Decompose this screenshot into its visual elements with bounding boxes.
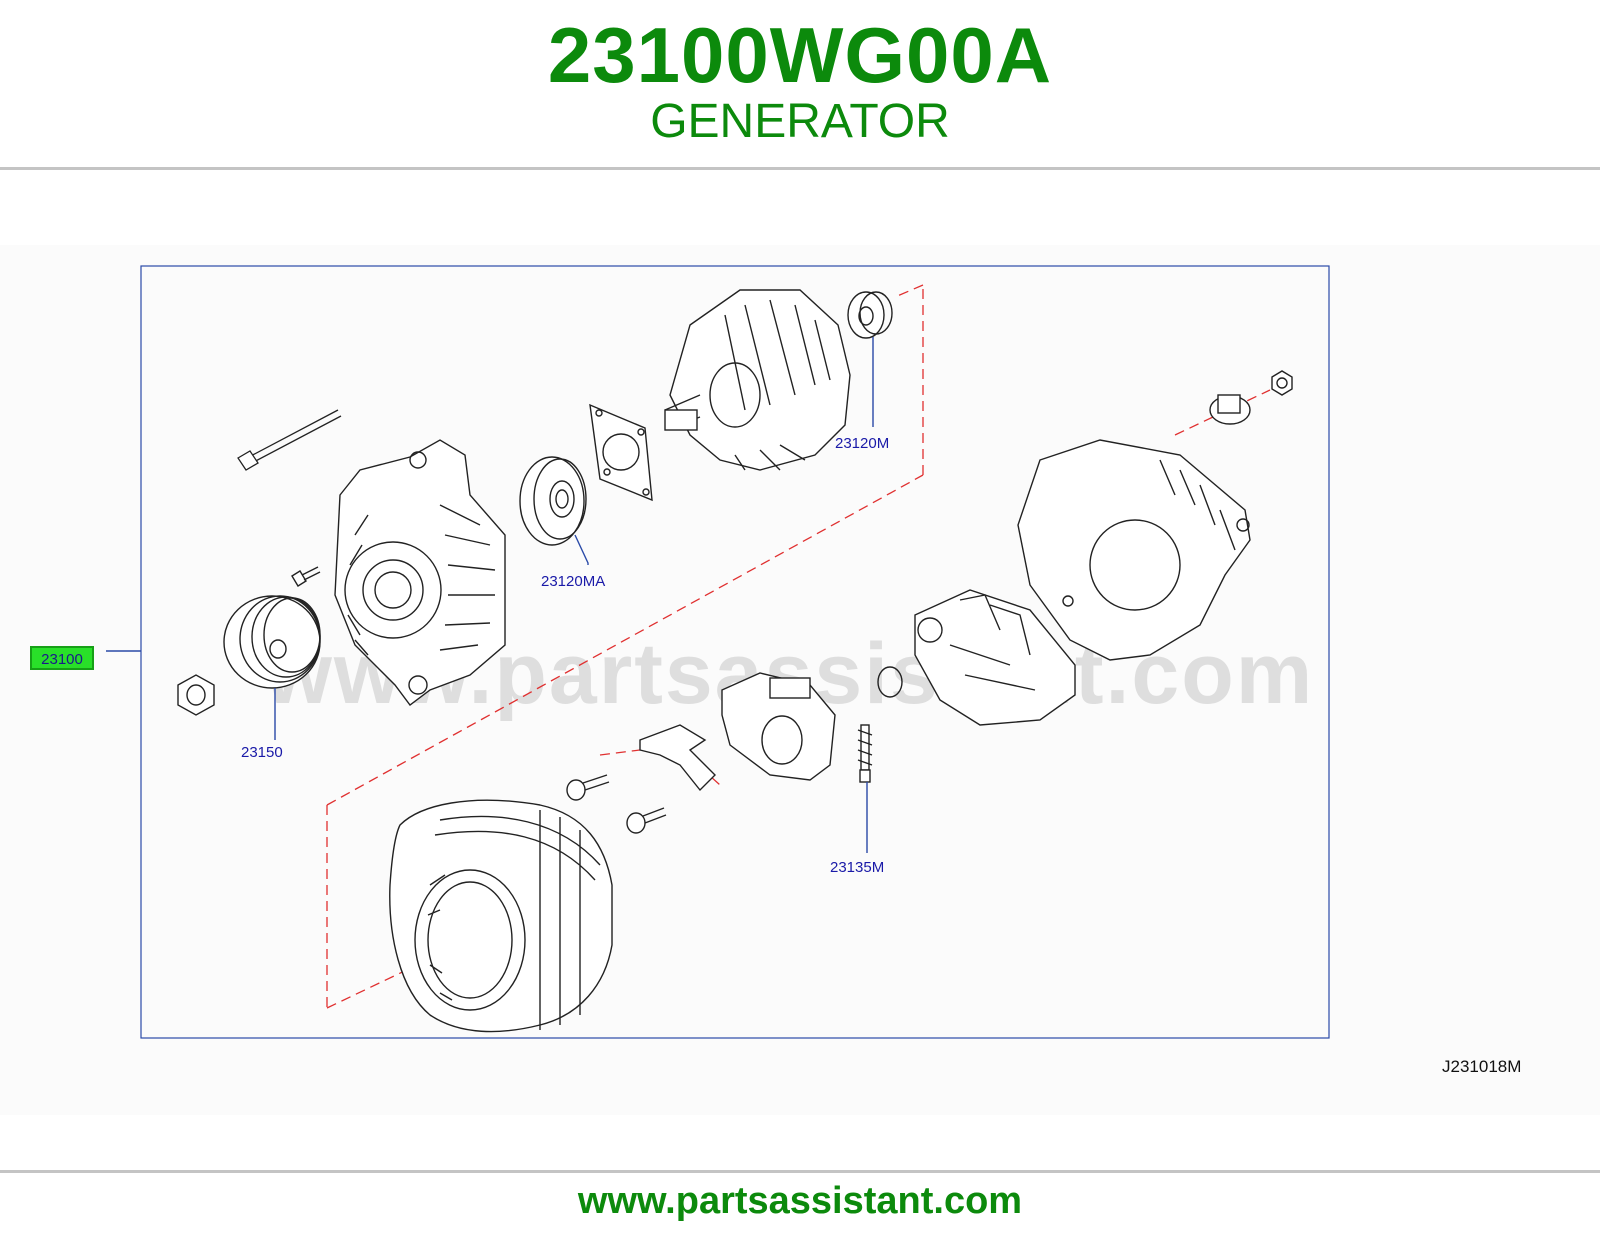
header: 23100WG00A GENERATOR [0,0,1600,168]
pulley-nut [177,674,215,716]
callout-23120M[interactable]: 23120M [835,435,890,452]
callout-23135M[interactable]: 23135M [830,859,885,876]
rear-housing [1017,439,1251,661]
part-name-subtitle: GENERATOR [650,95,950,148]
callout-23100[interactable]: 23100 [30,646,94,670]
front-bearing [519,456,589,565]
callout-23120MA[interactable]: 23120MA [541,573,606,590]
small-screw [291,566,321,587]
regulator [721,672,836,781]
terminal-insulator [1209,394,1251,425]
rotor-assembly [664,289,851,471]
diagram-drawing [106,265,1330,1039]
retainer-plate [589,403,653,502]
snap-ring [877,666,903,698]
stator [389,799,613,1033]
exploded-parts-diagram: www.partsassistant.com [0,245,1600,1115]
rear-bearing [847,291,893,427]
terminal-bracket [639,724,716,792]
brush [857,724,873,853]
bottom-divider [0,1170,1600,1173]
bracket-screw-lower [626,807,667,834]
figure-code: J231018M [1442,1057,1522,1076]
rectifier [914,589,1076,726]
footer-url-link[interactable]: www.partsassistant.com [577,1180,1023,1222]
assembly-frame [140,265,1330,1039]
part-number-title: 23100WG00A [547,11,1053,99]
pulley [223,595,321,740]
bracket-screw-upper [566,774,610,801]
through-bolt [237,409,342,471]
top-divider [0,167,1600,170]
callout-23150[interactable]: 23150 [241,744,283,761]
terminal-nut [1271,370,1293,396]
front-housing [334,439,506,706]
